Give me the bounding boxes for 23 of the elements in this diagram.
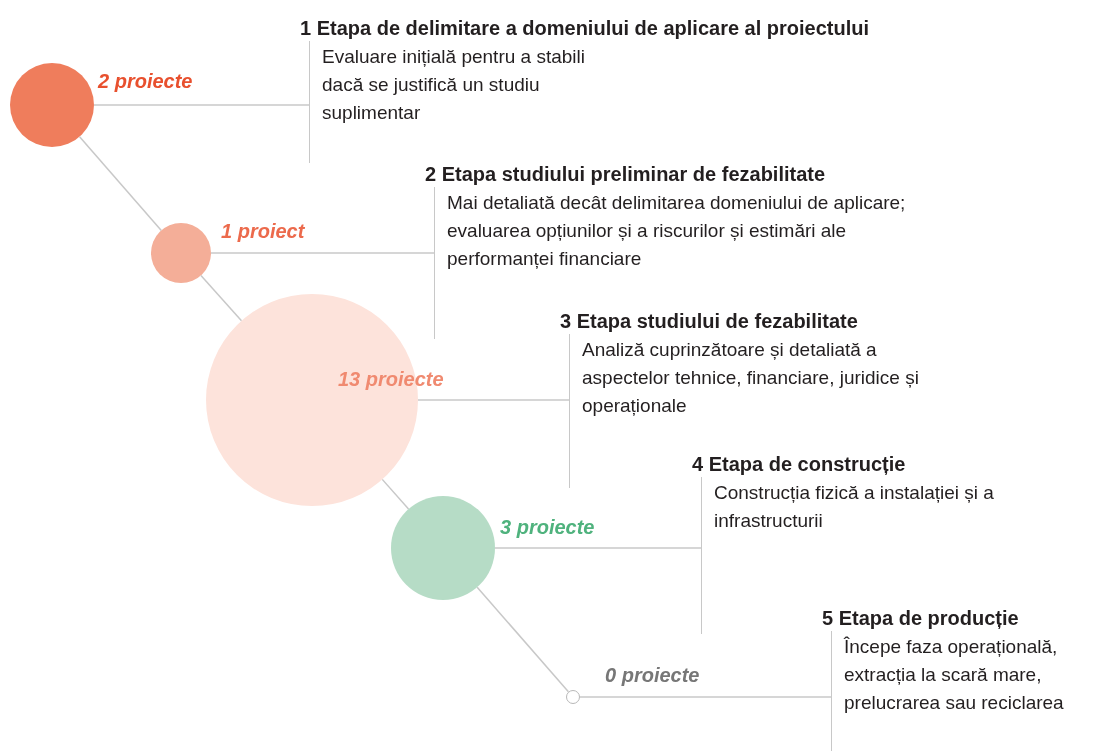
project-count-label: 13 proiecte [338,368,444,391]
stage-description: Începe faza operațională, extracția la scară mare, prelucrarea sau reciclarea [831,631,1118,751]
connector-line [476,586,570,693]
stage-heading: 5 Etapa de producție [822,606,1020,631]
project-count-label: 2 proiecte [98,70,193,93]
stage-heading: 2 Etapa studiului preliminar de fezabilitate [425,162,827,187]
stage-bubble [566,690,580,704]
project-count-label: 1 proiect [221,220,305,243]
leader-line [579,696,832,698]
stage-bubble [151,223,211,283]
stage-heading: 3 Etapa studiului de fezabilitate [560,309,859,334]
connector-line [200,274,243,322]
leader-line [210,252,435,254]
connector-line [381,478,410,510]
leader-line [494,547,702,549]
project-count-label: 0 proiecte [605,664,700,687]
project-count-label: 3 proiecte [500,516,595,539]
stage-description: Evaluare inițială pentru a stabili dacă se justifică un studiu suplimentar [309,41,609,163]
stage-heading: 1 Etapa de delimitare a domeniului de aplicare al proiectului [300,16,870,41]
leader-line [93,104,310,106]
leader-line [417,399,570,401]
stage-heading: 4 Etapa de construcție [692,452,907,477]
connector-line [78,135,163,232]
